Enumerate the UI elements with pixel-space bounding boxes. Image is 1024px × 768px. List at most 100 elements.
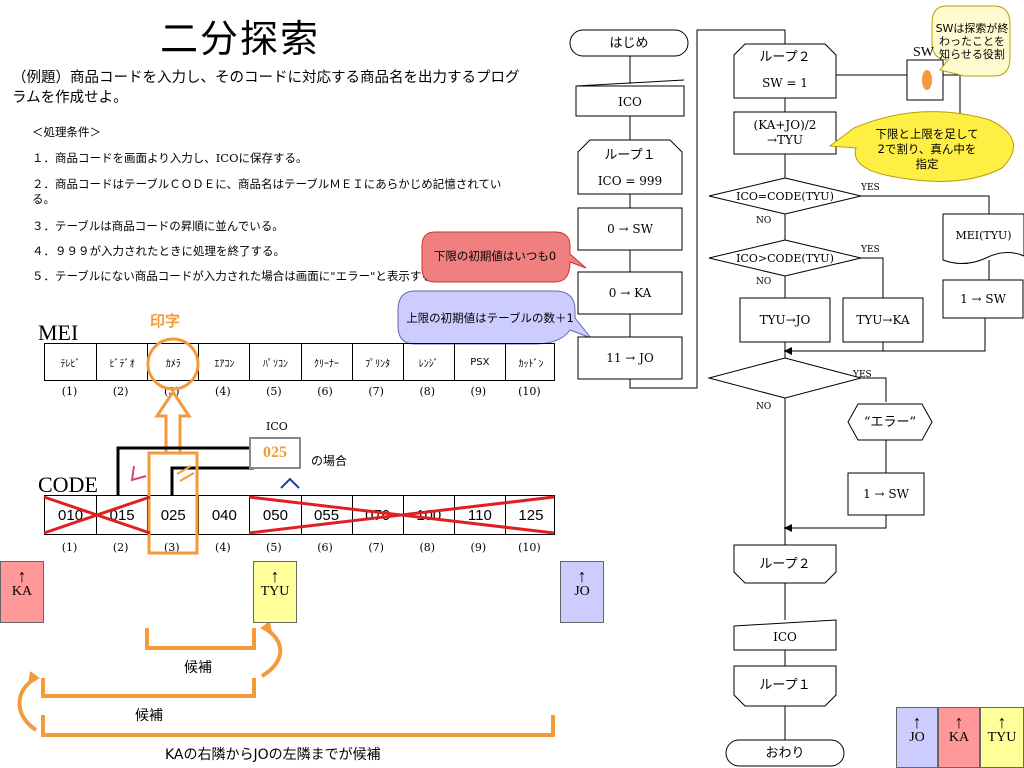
tyu-pointer: ↑ TYU bbox=[253, 561, 297, 623]
problem-statement: （例題）商品コードを入力し、そのコードに対応する商品名を出力するプログラムを作成… bbox=[12, 70, 520, 106]
lower-init-note: 下限の初期値はいつも0 bbox=[433, 248, 557, 263]
table-index-label: (4) bbox=[215, 541, 231, 554]
conditions-heading: ＜処理条件＞ bbox=[32, 125, 101, 139]
mei-cell: ﾃﾚﾋﾞ bbox=[60, 358, 81, 370]
sw-init-process: 0 → SW bbox=[607, 221, 653, 236]
table-index-label: (8) bbox=[419, 385, 436, 398]
end-terminal: おわり bbox=[765, 745, 805, 761]
table-index-label: (7) bbox=[368, 385, 384, 398]
code-cell: 050 bbox=[249, 496, 300, 534]
jo-pointer-label: JO bbox=[574, 584, 590, 599]
condition-item: ３．テーブルは商品コードの昇順に並んでいる。 bbox=[32, 219, 284, 233]
calc-tyu-process: (KA+JO)/2 →TYU bbox=[753, 118, 817, 147]
mei-output: MEI(TYU) bbox=[955, 228, 1012, 242]
mei-cell: ｶｯﾄﾞﾝ bbox=[504, 344, 556, 380]
code-cell: 055 bbox=[300, 496, 352, 534]
table-index-label: (2) bbox=[112, 541, 129, 554]
jo-pointer: ↑ JO bbox=[560, 561, 604, 623]
jo-init-process: 11 → JO bbox=[606, 350, 654, 365]
page-title: 二分探索 bbox=[160, 17, 321, 61]
ka-init-process: 0 → KA bbox=[608, 285, 652, 300]
table-index-label: (9) bbox=[470, 385, 487, 398]
legend-jo: ↑ JO bbox=[896, 707, 938, 768]
sw-set-process-2: 1 → SW bbox=[863, 486, 909, 501]
code-cell: 010 bbox=[58, 506, 84, 524]
up-arrow-icon: ↑ bbox=[954, 712, 964, 732]
loop2-condition: SW = 1 bbox=[762, 75, 808, 90]
mei-cell: ｸﾘｰﾅｰ bbox=[300, 344, 352, 380]
code-index-row: (1)(2)(3)(4)(5)(6)(7)(8)(9)(10) bbox=[44, 541, 555, 555]
mei-cell: ﾋﾞﾃﾞｵ bbox=[96, 344, 147, 380]
legend-tyu: ↑ TYU bbox=[980, 707, 1024, 768]
code-label: CODE bbox=[38, 472, 98, 497]
lower-init-bubble-shape bbox=[421, 231, 587, 283]
legend-label: KA bbox=[948, 730, 970, 745]
sw-label: SW bbox=[913, 45, 934, 60]
sw-set-process-1: 1 → SW bbox=[960, 291, 1006, 306]
table-index-label: (7) bbox=[368, 541, 384, 554]
decision-greater: ICO>CODE(TYU) bbox=[736, 251, 834, 265]
candidate-label-inner: 候補 bbox=[184, 660, 212, 676]
table-index-label: (9) bbox=[470, 541, 487, 554]
loop2-start-label: ループ２ bbox=[759, 49, 811, 65]
input-ico: ICO bbox=[618, 94, 642, 109]
table-index-label: (10) bbox=[518, 385, 541, 398]
no-label: NO bbox=[756, 402, 772, 412]
table-index-label: (1) bbox=[61, 541, 78, 554]
mei-label: MEI bbox=[38, 320, 79, 345]
sw-note: SWは探索が終わったことを知らせる役割 bbox=[935, 21, 1009, 61]
code-cell: 125 bbox=[504, 496, 556, 534]
table-index-label: (3) bbox=[163, 541, 180, 554]
ico-case-text: の場合 bbox=[311, 454, 348, 468]
start-terminal: はじめ bbox=[609, 35, 649, 51]
mei-cell: ﾌﾟﾘﾝﾀ bbox=[351, 344, 403, 380]
tyu-pointer-label: TYU bbox=[260, 584, 290, 599]
error-output: “エラー” bbox=[863, 414, 917, 430]
condition-item: ５．テーブルにない商品コードが入力された場合は画面に"エラー"と表示する。 bbox=[32, 269, 445, 283]
upper-init-note: 上限の初期値はテーブルの数＋1 bbox=[406, 310, 574, 325]
mei-cell: ﾊﾟｿｺﾝ bbox=[249, 344, 300, 380]
legend-ka: ↑ KA bbox=[938, 707, 980, 768]
table-index-label: (10) bbox=[518, 541, 541, 554]
candidate-caption: KAの右隣からJOの左隣までが候補 bbox=[165, 747, 381, 763]
up-arrow-icon: ↑ bbox=[912, 712, 922, 732]
table-index-label: (5) bbox=[266, 385, 282, 398]
mei-cell: PSX bbox=[453, 344, 505, 380]
no-label: NO bbox=[756, 216, 772, 226]
mid-note: 下限と上限を足して2で割り、真ん中を指定 bbox=[875, 126, 979, 171]
tyu-to-jo-process: TYU→JO bbox=[759, 312, 811, 327]
yes-label: YES bbox=[853, 370, 872, 380]
flowchart bbox=[569, 5, 1024, 767]
table-annotations bbox=[17, 337, 555, 737]
condition-item: １．商品コードを画面より入力し、ICOに保存する。 bbox=[32, 151, 308, 165]
table-index-label: (1) bbox=[61, 385, 78, 398]
legend-label: JO bbox=[909, 730, 925, 745]
table-index-label: (8) bbox=[419, 541, 436, 554]
table-index-label: (4) bbox=[215, 385, 231, 398]
loop1-condition: ICO = 999 bbox=[597, 173, 663, 188]
tyu-to-ka-process: TYU→KA bbox=[856, 312, 910, 327]
no-label: NO bbox=[756, 277, 772, 287]
up-arrow-icon: ↑ bbox=[997, 712, 1007, 732]
code-cell: 110 bbox=[453, 496, 505, 534]
condition-item: ４．９９９が入力されたときに処理を終了する。 bbox=[32, 244, 285, 258]
up-arrow-icon: ↑ bbox=[17, 566, 27, 586]
table-index-label: (6) bbox=[317, 541, 333, 554]
print-arrow bbox=[154, 389, 192, 453]
up-arrow-icon: ↑ bbox=[270, 566, 280, 586]
ka-pointer-label: KA bbox=[11, 584, 33, 599]
candidate-label-outer: 候補 bbox=[135, 708, 163, 724]
table-index-label: (2) bbox=[112, 385, 129, 398]
input-ico-end: ICO bbox=[773, 629, 797, 644]
table-index-label: (6) bbox=[317, 385, 333, 398]
ico-value-box: 025 bbox=[249, 437, 301, 469]
decision-equal: ICO=CODE(TYU) bbox=[736, 189, 834, 203]
loop1-end-label: ループ１ bbox=[759, 677, 811, 693]
yes-label: YES bbox=[861, 245, 880, 255]
up-arrow-icon: ↑ bbox=[577, 566, 587, 586]
mei-cell: ﾚﾝｼﾞ bbox=[402, 344, 454, 380]
highlight-circle bbox=[146, 337, 200, 391]
ico-label: ICO bbox=[266, 420, 288, 433]
print-label: 印字 bbox=[150, 312, 181, 330]
